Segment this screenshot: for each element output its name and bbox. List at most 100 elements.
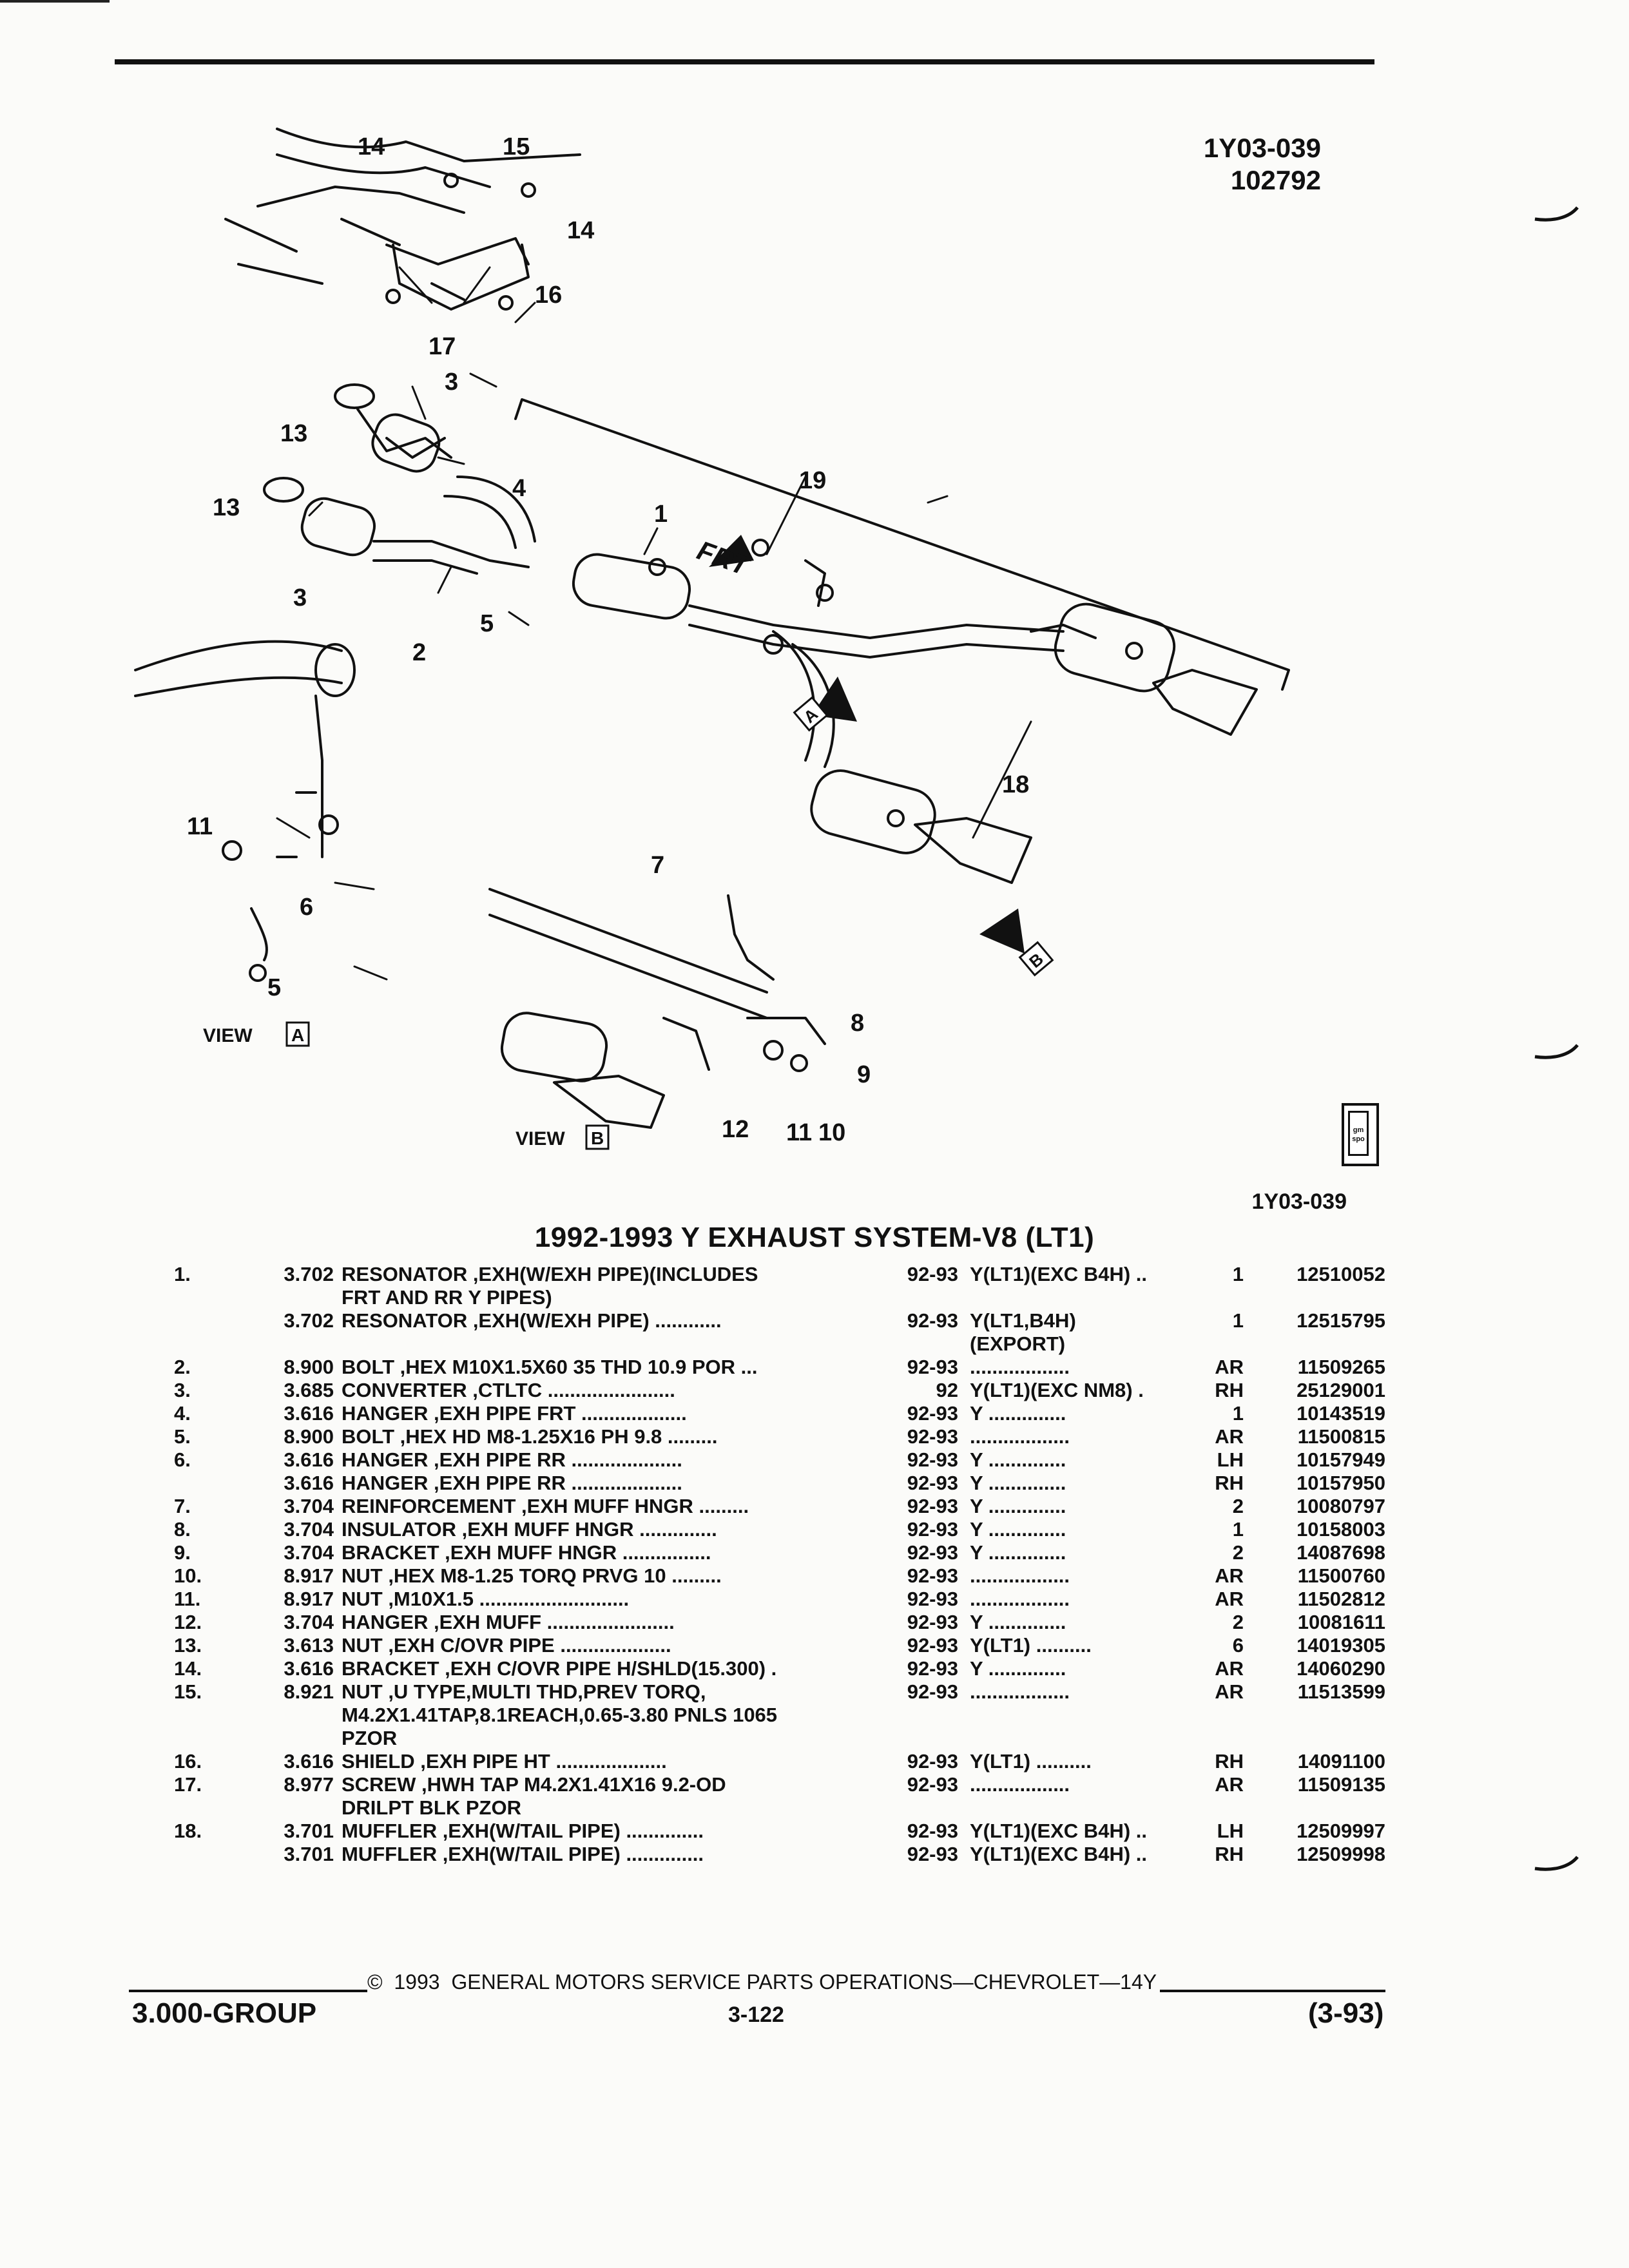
- callout-14a: 14: [358, 133, 385, 160]
- part-number-cell: 25129001: [1296, 1379, 1385, 1401]
- item-number-cell: 4.: [174, 1402, 191, 1425]
- model-usage-cell: Y ..............: [970, 1518, 1066, 1541]
- callout-19: 19: [799, 467, 826, 494]
- description-cell: DRILPT BLK PZOR: [342, 1796, 521, 1819]
- resonator-pipes: [572, 539, 1065, 768]
- callout-11b: 11: [786, 1119, 812, 1146]
- part-number-cell: 14087698: [1296, 1541, 1385, 1564]
- figure-date: 102792: [1230, 165, 1321, 195]
- years-cell: 92-93: [907, 1518, 958, 1541]
- part-number-cell: 14060290: [1296, 1657, 1385, 1680]
- item-number-cell: [161, 1727, 238, 1750]
- years-cell: [889, 1796, 970, 1820]
- group-number-cell: 3.702: [284, 1263, 334, 1285]
- item-number-cell: 10.: [174, 1564, 202, 1587]
- callout-18: 18: [1002, 771, 1029, 798]
- view-a-label: VIEW: [203, 1025, 253, 1046]
- model-usage-cell: ..................: [970, 1425, 1070, 1448]
- quantity-cell: 2: [1232, 1611, 1244, 1633]
- group-number-cell: 3.616: [284, 1402, 334, 1425]
- quantity-cell: AR: [1215, 1588, 1244, 1610]
- description-cell: NUT ,HEX M8-1.25 TORQ PRVG 10 .........: [342, 1564, 722, 1587]
- model-usage-cell: Y(LT1)(EXC B4H) ..: [970, 1820, 1147, 1842]
- table-row: M4.2X1.41TAP,8.1REACH,0.65-3.80 PNLS 106…: [161, 1704, 1385, 1727]
- years-cell: 92-93: [907, 1750, 958, 1773]
- group-number-cell: [238, 1332, 342, 1356]
- years-cell: 92-93: [907, 1472, 958, 1494]
- model-usage-cell: Y(LT1)(EXC NM8) .: [970, 1379, 1144, 1401]
- group-number-cell: 8.900: [284, 1356, 334, 1378]
- years-cell: [889, 1332, 970, 1356]
- item-number-cell: 15.: [174, 1680, 202, 1703]
- part-number-cell: 14019305: [1296, 1634, 1385, 1657]
- bracket-19-line: [514, 398, 1290, 691]
- part-number-cell: [1244, 1704, 1385, 1727]
- model-usage-cell: Y(LT1) ..........: [970, 1634, 1092, 1657]
- binder-mark: [1534, 206, 1579, 222]
- group-number-cell: 3.616: [284, 1657, 334, 1680]
- part-number-cell: [1244, 1796, 1385, 1820]
- figure-ref-bottom: 1Y03-039: [1251, 1189, 1347, 1214]
- years-cell: [889, 1286, 970, 1309]
- description-cell: SHIELD ,EXH PIPE HT ....................: [342, 1750, 667, 1773]
- callout-5b: 5: [267, 974, 281, 1001]
- quantity-cell: RH: [1215, 1379, 1244, 1401]
- years-cell: 92-93: [907, 1402, 958, 1425]
- callout-10: 10: [818, 1119, 845, 1146]
- description-cell: BRACKET ,EXH MUFF HNGR ................: [342, 1541, 711, 1564]
- section-title: 1992-1993 Y EXHAUST SYSTEM-V8 (LT1): [534, 1222, 1095, 1253]
- group-number-cell: 3.701: [284, 1820, 334, 1842]
- description-cell: NUT ,EXH C/OVR PIPE ....................: [342, 1634, 671, 1657]
- description-cell: PZOR: [342, 1727, 398, 1749]
- part-number-cell: 12515795: [1296, 1309, 1385, 1332]
- callout-15: 15: [503, 133, 530, 160]
- quantity-cell: [1199, 1704, 1244, 1727]
- quantity-cell: [1199, 1332, 1244, 1356]
- view-b-box: [585, 1124, 610, 1150]
- years-cell: 92-93: [907, 1634, 958, 1657]
- years-cell: 92-93: [907, 1564, 958, 1587]
- years-cell: 92-93: [907, 1263, 958, 1285]
- description-cell: CONVERTER ,CTLTC .......................: [342, 1379, 675, 1401]
- callout-13b: 13: [213, 494, 240, 521]
- part-number-cell: 11500815: [1297, 1425, 1385, 1448]
- callout-11a: 11: [187, 813, 213, 840]
- years-cell: 92-93: [907, 1611, 958, 1633]
- callout-4: 4: [512, 475, 526, 502]
- description-cell: RESONATOR ,EXH(W/EXH PIPE) ............: [342, 1309, 722, 1332]
- frt-label: FRT: [693, 535, 755, 582]
- callout-5a: 5: [480, 610, 494, 637]
- arrow-a-box: [793, 696, 829, 732]
- corner-rule: [0, 0, 110, 3]
- model-usage-cell: Y(LT1)(EXC B4H) ..: [970, 1843, 1147, 1865]
- quantity-cell: 1: [1232, 1518, 1244, 1541]
- group-number-cell: 3.701: [284, 1843, 334, 1865]
- group-number-cell: 8.977: [284, 1773, 334, 1796]
- callout-9: 9: [857, 1061, 871, 1088]
- item-number-cell: 7.: [174, 1495, 191, 1517]
- footer-page-number: 3-122: [728, 2003, 784, 2027]
- footer-copyright: © 1993 GENERAL MOTORS SERVICE PARTS OPER…: [367, 1970, 1157, 1994]
- quantity-cell: 2: [1232, 1495, 1244, 1517]
- item-number-cell: 12.: [174, 1611, 202, 1633]
- description-cell: BOLT ,HEX HD M8-1.25X16 PH 9.8 .........: [342, 1425, 718, 1448]
- quantity-cell: [1199, 1796, 1244, 1820]
- part-number-cell: [1244, 1727, 1385, 1750]
- years-cell: 92-93: [907, 1495, 958, 1517]
- callout-16: 16: [535, 282, 562, 309]
- arrow-b-box: [1018, 941, 1054, 977]
- model-usage-cell: (EXPORT): [970, 1332, 1066, 1355]
- years-cell: 92-93: [907, 1588, 958, 1610]
